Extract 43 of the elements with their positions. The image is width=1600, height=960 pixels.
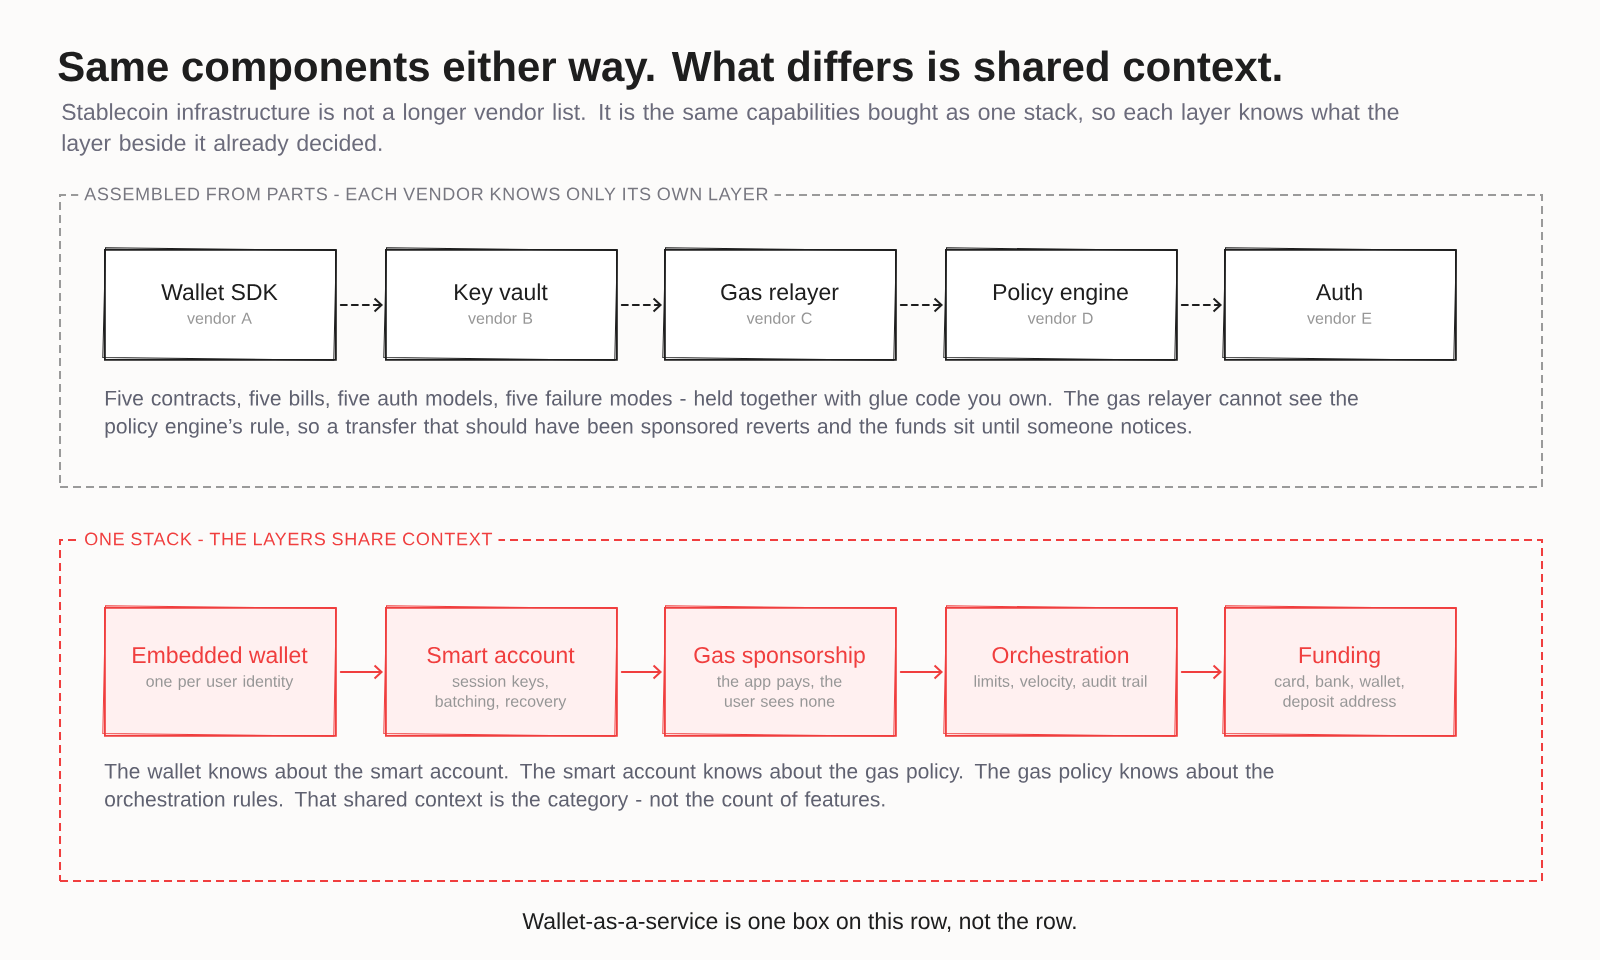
layer-box [662, 247, 897, 361]
layer-box [1222, 247, 1457, 361]
arrow [620, 664, 662, 680]
layer-box [383, 605, 618, 737]
box-title: Orchestration [992, 646, 1129, 664]
arrow [1180, 297, 1222, 313]
box-title: Auth [1315, 283, 1362, 301]
arrow [339, 297, 383, 313]
layer-box [943, 247, 1178, 361]
layer-box [102, 247, 337, 361]
layer-box [383, 247, 618, 361]
box-title: Gas relayer [721, 283, 839, 305]
box-title: Gas sponsorship [694, 646, 865, 668]
layer-box [662, 605, 897, 737]
box-subtitle: vendor D [1027, 312, 1093, 324]
layer-box [1222, 605, 1457, 737]
box-title: Wallet SDK [161, 283, 278, 301]
group-note: Five contracts, five bills, five auth models, five failure modes - held together with glue code you own. The gas relayer cannot see the policy engine’s rule, so a transfer that should have been sponsored reverts and the funds sit until someone notices. [105, 390, 1358, 438]
box-subtitle: the app pays, the user sees none [717, 675, 842, 707]
box-subtitle: vendor A [187, 312, 252, 324]
box-subtitle: vendor B [468, 312, 533, 324]
arrow [899, 664, 943, 680]
subtitle: Stablecoin infrastructure is not a longer vendor list. It is the same capabilities bought as one stack, so each layer knows what the layer beside it already decided. [62, 103, 1399, 156]
box-subtitle: vendor E [1307, 312, 1372, 324]
box-subtitle: session keys, batching, recovery [435, 675, 567, 711]
box-title: Policy engine [994, 283, 1128, 305]
arrow [1180, 664, 1222, 680]
title: Same components either way. What differs is shared context. [58, 50, 1281, 90]
box-title: Funding [1299, 646, 1380, 668]
arrow [899, 297, 943, 313]
box-title: Key vault [455, 283, 548, 305]
box-subtitle: card, bank, wallet, deposit address [1274, 675, 1404, 711]
group-note: The wallet knows about the smart account. The smart account knows about the gas policy. The gas policy knows about the orchestration rules. That shared context is the category - not the count of features. [104, 763, 1274, 811]
box-subtitle: vendor C [746, 312, 812, 324]
layer-box [102, 605, 337, 737]
arrow [620, 297, 662, 313]
arrow [339, 664, 383, 680]
caption: Wallet-as-a-service is one box on this row, not the row. [522, 912, 1076, 932]
box-title: Smart account [427, 646, 575, 664]
box-subtitle: one per user identity [146, 675, 294, 691]
box-title: Embedded wallet [133, 646, 308, 664]
box-subtitle: limits, velocity, audit trail [974, 675, 1147, 691]
layer-box [943, 605, 1178, 737]
